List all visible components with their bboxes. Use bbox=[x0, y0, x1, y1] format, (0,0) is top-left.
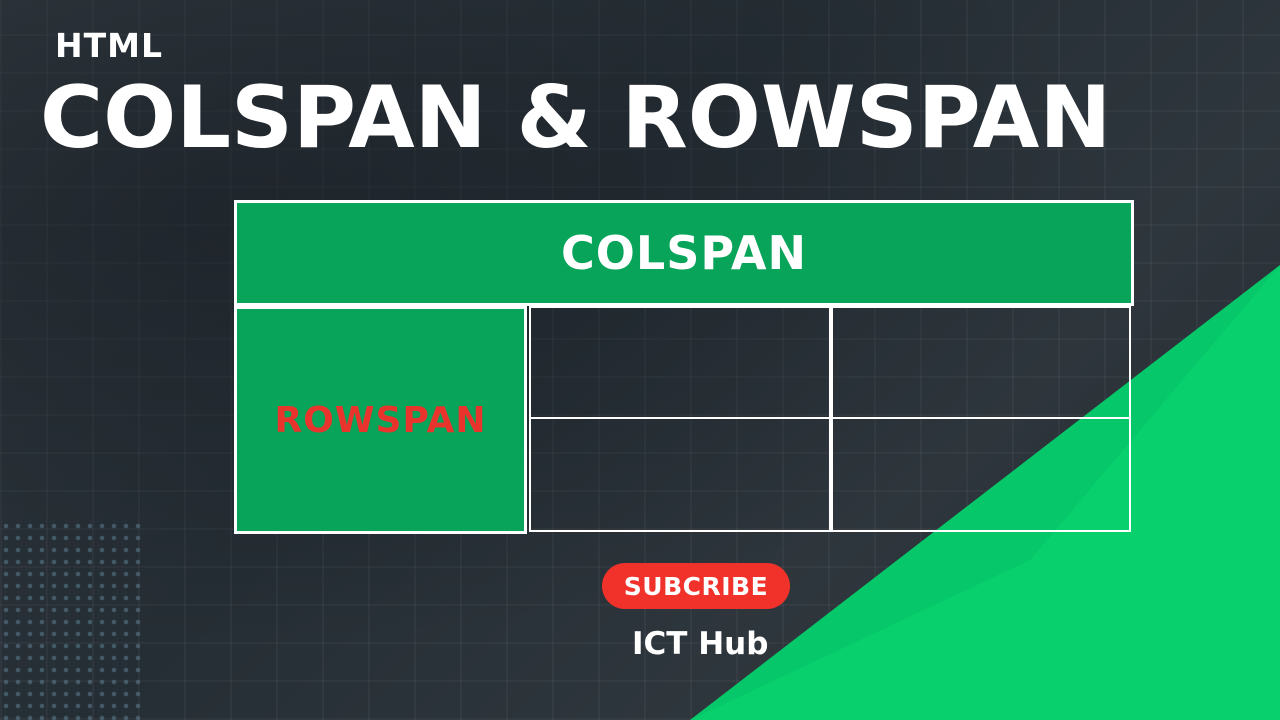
rowspan-cell: ROWSPAN bbox=[234, 306, 527, 534]
subscribe-button[interactable]: SUBCRIBE bbox=[602, 563, 790, 609]
table-cell-r1c2 bbox=[529, 306, 831, 419]
table-cell-r2c2 bbox=[529, 417, 831, 532]
page-title: COLSPAN & ROWSPAN bbox=[40, 68, 1112, 168]
table-cell-r2c3 bbox=[831, 417, 1131, 532]
brand-name: ICT Hub bbox=[632, 626, 769, 662]
table-diagram: COLSPAN ROWSPAN bbox=[234, 200, 1134, 534]
subtitle: HTML bbox=[55, 26, 163, 65]
colspan-cell: COLSPAN bbox=[234, 200, 1134, 306]
dot-pattern bbox=[0, 520, 140, 720]
table-cell-r1c3 bbox=[831, 306, 1131, 419]
